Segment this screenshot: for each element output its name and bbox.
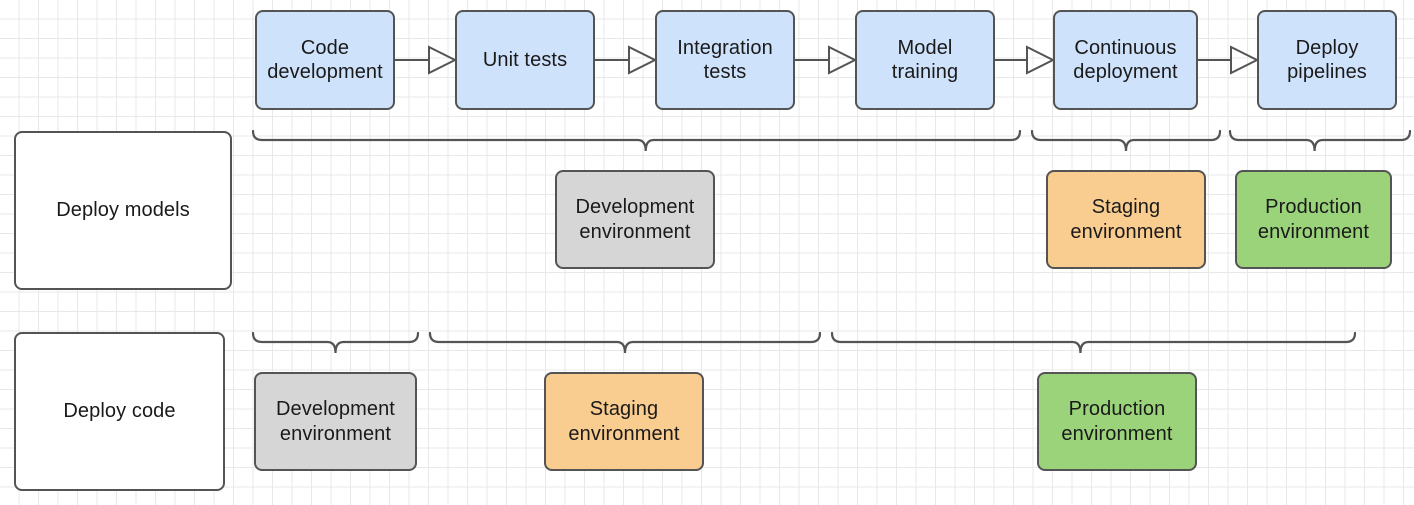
deploy-code-brace-3 — [830, 330, 1357, 356]
pipeline-arrow-2 — [595, 42, 658, 78]
deploy-models-brace-1 — [251, 128, 1022, 154]
pipeline-step-3[interactable]: Integration tests — [655, 10, 795, 110]
pipeline-step-1[interactable]: Code development — [255, 10, 395, 110]
deploy-code-env-2[interactable]: Staging environment — [544, 372, 704, 471]
deploy-code-env-1-label: Development environment — [276, 398, 395, 445]
pipeline-step-1-label: Code development — [267, 36, 383, 83]
deploy-models-brace-3 — [1228, 128, 1412, 154]
pipeline-step-2-label: Unit tests — [482, 48, 568, 71]
deploy-models-label-box[interactable]: Deploy models — [14, 131, 232, 290]
deploy-code-env-2-label: Staging environment — [568, 398, 680, 445]
deploy-code-label-box[interactable]: Deploy code — [14, 332, 225, 491]
pipeline-step-5-label: Continuous deployment — [1073, 36, 1178, 83]
pipeline-arrow-3 — [795, 42, 858, 78]
deploy-models-env-1-label: Development environment — [575, 196, 695, 243]
pipeline-step-3-label: Integration tests — [677, 36, 773, 83]
pipeline-arrow-4 — [995, 42, 1056, 78]
deploy-models-env-3[interactable]: Production environment — [1235, 170, 1392, 269]
deploy-models-label-box-label: Deploy models — [56, 199, 190, 222]
pipeline-arrow-1 — [395, 42, 458, 78]
deploy-models-brace-2 — [1030, 128, 1222, 154]
pipeline-arrow-5 — [1198, 42, 1260, 78]
deploy-code-brace-1 — [251, 330, 420, 356]
deploy-code-env-3-label: Production environment — [1061, 398, 1173, 445]
deploy-code-brace-2 — [428, 330, 822, 356]
pipeline-step-6[interactable]: Deploy pipelines — [1257, 10, 1397, 110]
pipeline-step-6-label: Deploy pipelines — [1287, 36, 1367, 83]
deploy-models-env-2[interactable]: Staging environment — [1046, 170, 1206, 269]
deploy-code-label-box-label: Deploy code — [63, 400, 176, 423]
pipeline-step-2[interactable]: Unit tests — [455, 10, 595, 110]
deploy-models-env-2-label: Staging environment — [1070, 196, 1182, 243]
deploy-models-env-1[interactable]: Development environment — [555, 170, 715, 269]
deploy-code-env-1[interactable]: Development environment — [254, 372, 417, 471]
pipeline-step-5[interactable]: Continuous deployment — [1053, 10, 1198, 110]
pipeline-step-4-label: Model training — [891, 36, 959, 83]
pipeline-step-4[interactable]: Model training — [855, 10, 995, 110]
deploy-models-env-3-label: Production environment — [1257, 196, 1370, 243]
deploy-code-env-3[interactable]: Production environment — [1037, 372, 1197, 471]
